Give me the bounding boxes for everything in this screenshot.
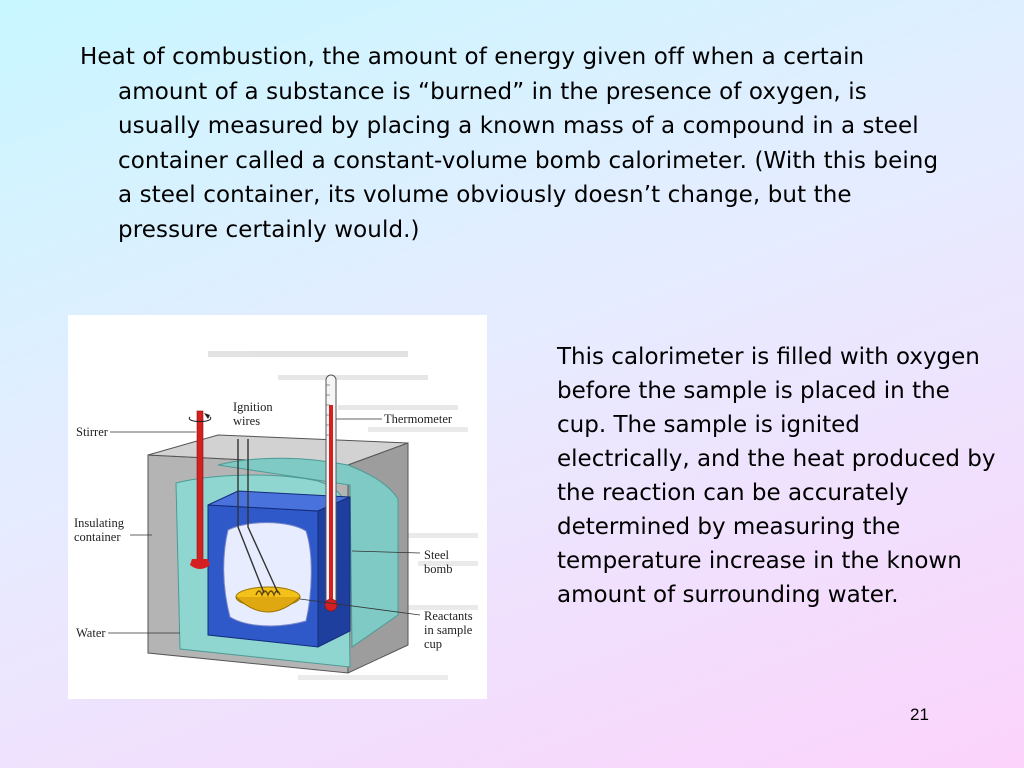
label-thermometer: Thermometer xyxy=(384,412,453,426)
ignition-wires xyxy=(237,439,279,594)
description-paragraph: This calorimeter is filled with oxygen b… xyxy=(557,340,997,612)
page-number: 21 xyxy=(910,705,929,724)
label-steel-line2: bomb xyxy=(424,562,452,576)
stirrer xyxy=(188,410,212,569)
label-ignition-line2: wires xyxy=(233,414,260,428)
thermometer xyxy=(324,374,338,612)
intro-text: Heat of combustion, the amount of energy… xyxy=(80,44,939,243)
calorimeter-illustration: Stirrer Ignition wires Thermometer Insul… xyxy=(74,351,478,680)
label-ignition-line1: Ignition xyxy=(233,400,273,414)
label-insulating-line2: container xyxy=(74,530,121,544)
intro-paragraph: Heat of combustion, the amount of energy… xyxy=(80,40,940,247)
label-water: Water xyxy=(76,626,106,640)
label-insulating-line1: Insulating xyxy=(74,516,125,530)
label-stirrer: Stirrer xyxy=(76,425,109,439)
bleed-through-text xyxy=(208,351,478,680)
label-reactants-line1: Reactants xyxy=(424,609,473,623)
label-steel-line1: Steel xyxy=(424,548,450,562)
bomb-calorimeter-diagram: Stirrer Ignition wires Thermometer Insul… xyxy=(68,315,487,699)
sample-cup xyxy=(235,586,301,613)
label-reactants-line3: cup xyxy=(424,637,442,651)
leader-lines xyxy=(108,418,421,634)
label-reactants-line2: in sample xyxy=(424,623,473,637)
description-text: This calorimeter is filled with oxygen b… xyxy=(557,344,996,608)
